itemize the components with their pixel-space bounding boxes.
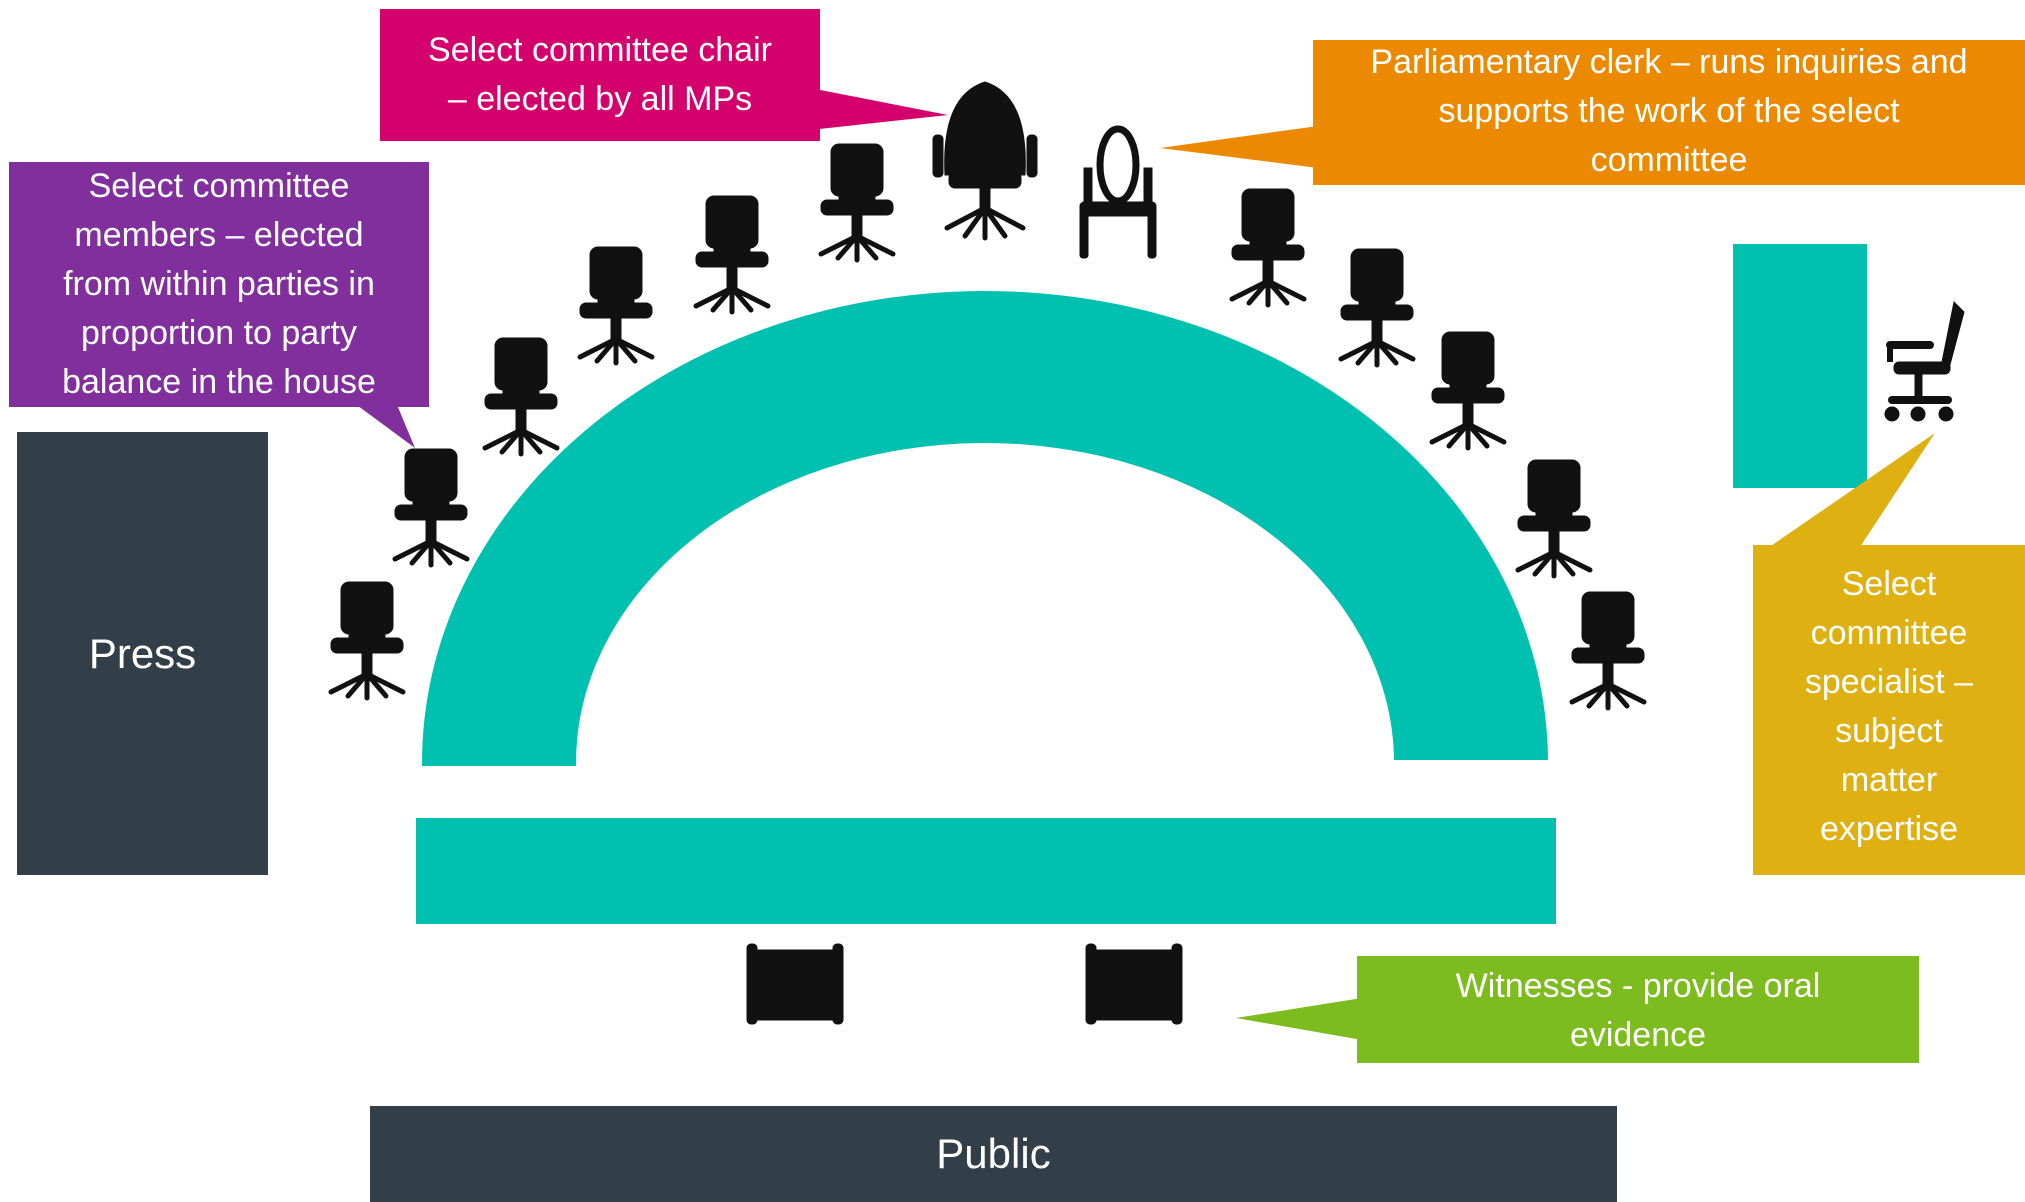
witness-chair-icon (746, 943, 844, 1025)
witnesses-callout (1236, 956, 1919, 1063)
specialist-callout (1753, 433, 2025, 875)
witnesses-callout-text: Witnesses - provide oral evidence (1455, 967, 1821, 1054)
members-callout-text: Select committee members – elected from … (62, 167, 376, 401)
member-chair-icon (331, 582, 403, 698)
public-label: Public (936, 1130, 1051, 1177)
member-chair-icon (1432, 332, 1504, 448)
member-chair-icon (1232, 189, 1304, 305)
members-callout (9, 162, 429, 448)
witness-chair-icon (1085, 943, 1183, 1025)
member-chair-icon (821, 144, 893, 260)
public-block (370, 1106, 1617, 1202)
specialist-callout-text: Select committee specialist – subject ma… (1804, 565, 1974, 848)
member-chair-icon (1341, 249, 1413, 365)
chair-callout-text: Select committee chair – elected by all … (428, 31, 772, 118)
member-chair-icon (696, 196, 768, 312)
member-chair-icon (580, 247, 652, 363)
specialist-chair-icon (1884, 300, 1965, 422)
chair-callout (380, 9, 948, 141)
member-chair-icon (1518, 460, 1590, 576)
specialist-desk (1733, 244, 1867, 488)
clerk-callout-text: Parliamentary clerk – runs inquiries and… (1370, 43, 1968, 179)
press-label: Press (88, 630, 197, 677)
witness-desk (416, 818, 1556, 924)
member-chair-icon (395, 449, 467, 565)
member-chair-icon (485, 338, 557, 454)
clerk-callout (1160, 40, 2025, 185)
clerk-chair-icon (1079, 125, 1157, 259)
member-chair-icon (1572, 592, 1644, 708)
press-block (17, 432, 268, 875)
committee-arc-desk (421, 290, 1548, 766)
committee-chair-icon (932, 81, 1038, 241)
